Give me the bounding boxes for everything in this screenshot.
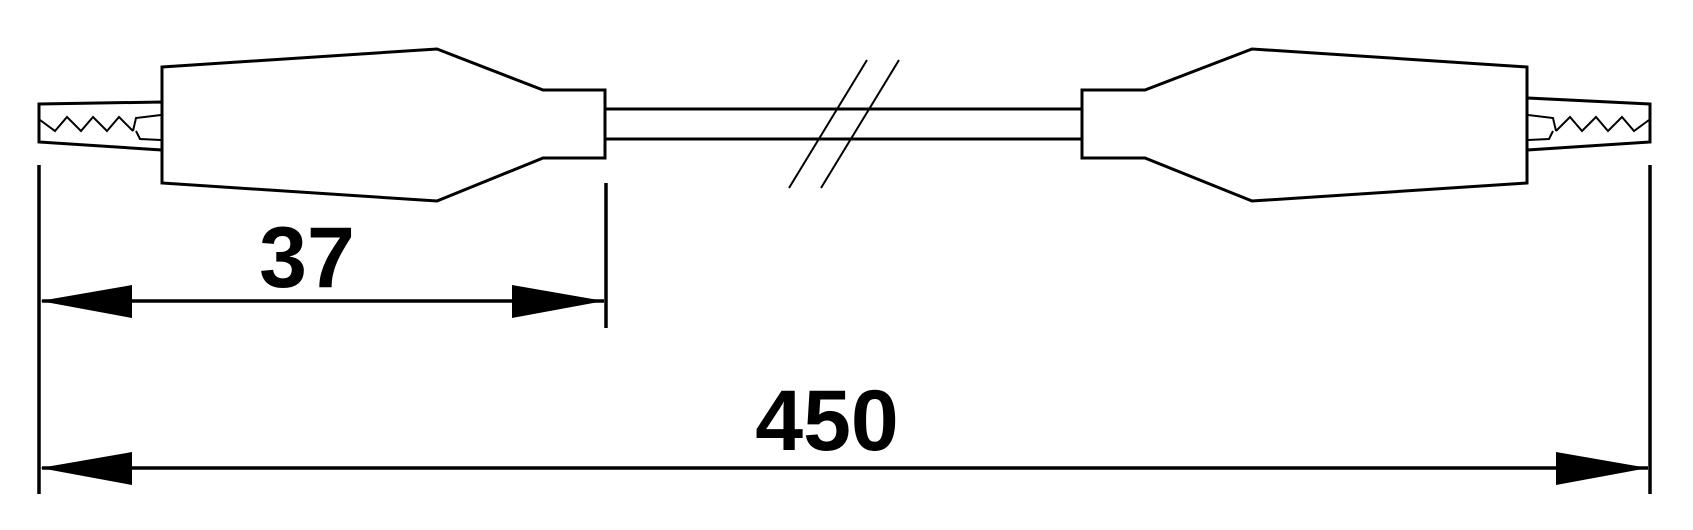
dimension-clip-length: 37 <box>40 210 604 318</box>
arrowhead-right <box>1556 452 1648 485</box>
dimension-total-length: 450 <box>40 373 1648 485</box>
right-clip-teeth <box>1555 115 1650 133</box>
left-clip-jaws <box>37 100 164 152</box>
cable <box>605 107 1082 141</box>
right-clip-hinge <box>1527 114 1557 132</box>
left-clip-teeth <box>39 115 134 133</box>
left-clip-boot <box>160 47 607 203</box>
dimension-label-clip: 37 <box>259 210 355 306</box>
arrowhead-left <box>40 452 132 485</box>
left-clip-hinge <box>132 114 162 132</box>
dimension-label-total: 450 <box>755 373 899 469</box>
extension-lines <box>37 165 1652 494</box>
right-clip-jaws <box>1525 96 1652 152</box>
left-clip-hinge-lower <box>135 130 162 141</box>
arrowhead-right <box>512 285 604 318</box>
arrowhead-left <box>40 285 132 318</box>
left-alligator-clip <box>37 47 607 203</box>
right-clip-hinge-lower <box>1527 130 1554 141</box>
break-symbol <box>788 59 900 189</box>
right-alligator-clip <box>1080 47 1652 203</box>
right-clip-boot <box>1080 47 1529 203</box>
